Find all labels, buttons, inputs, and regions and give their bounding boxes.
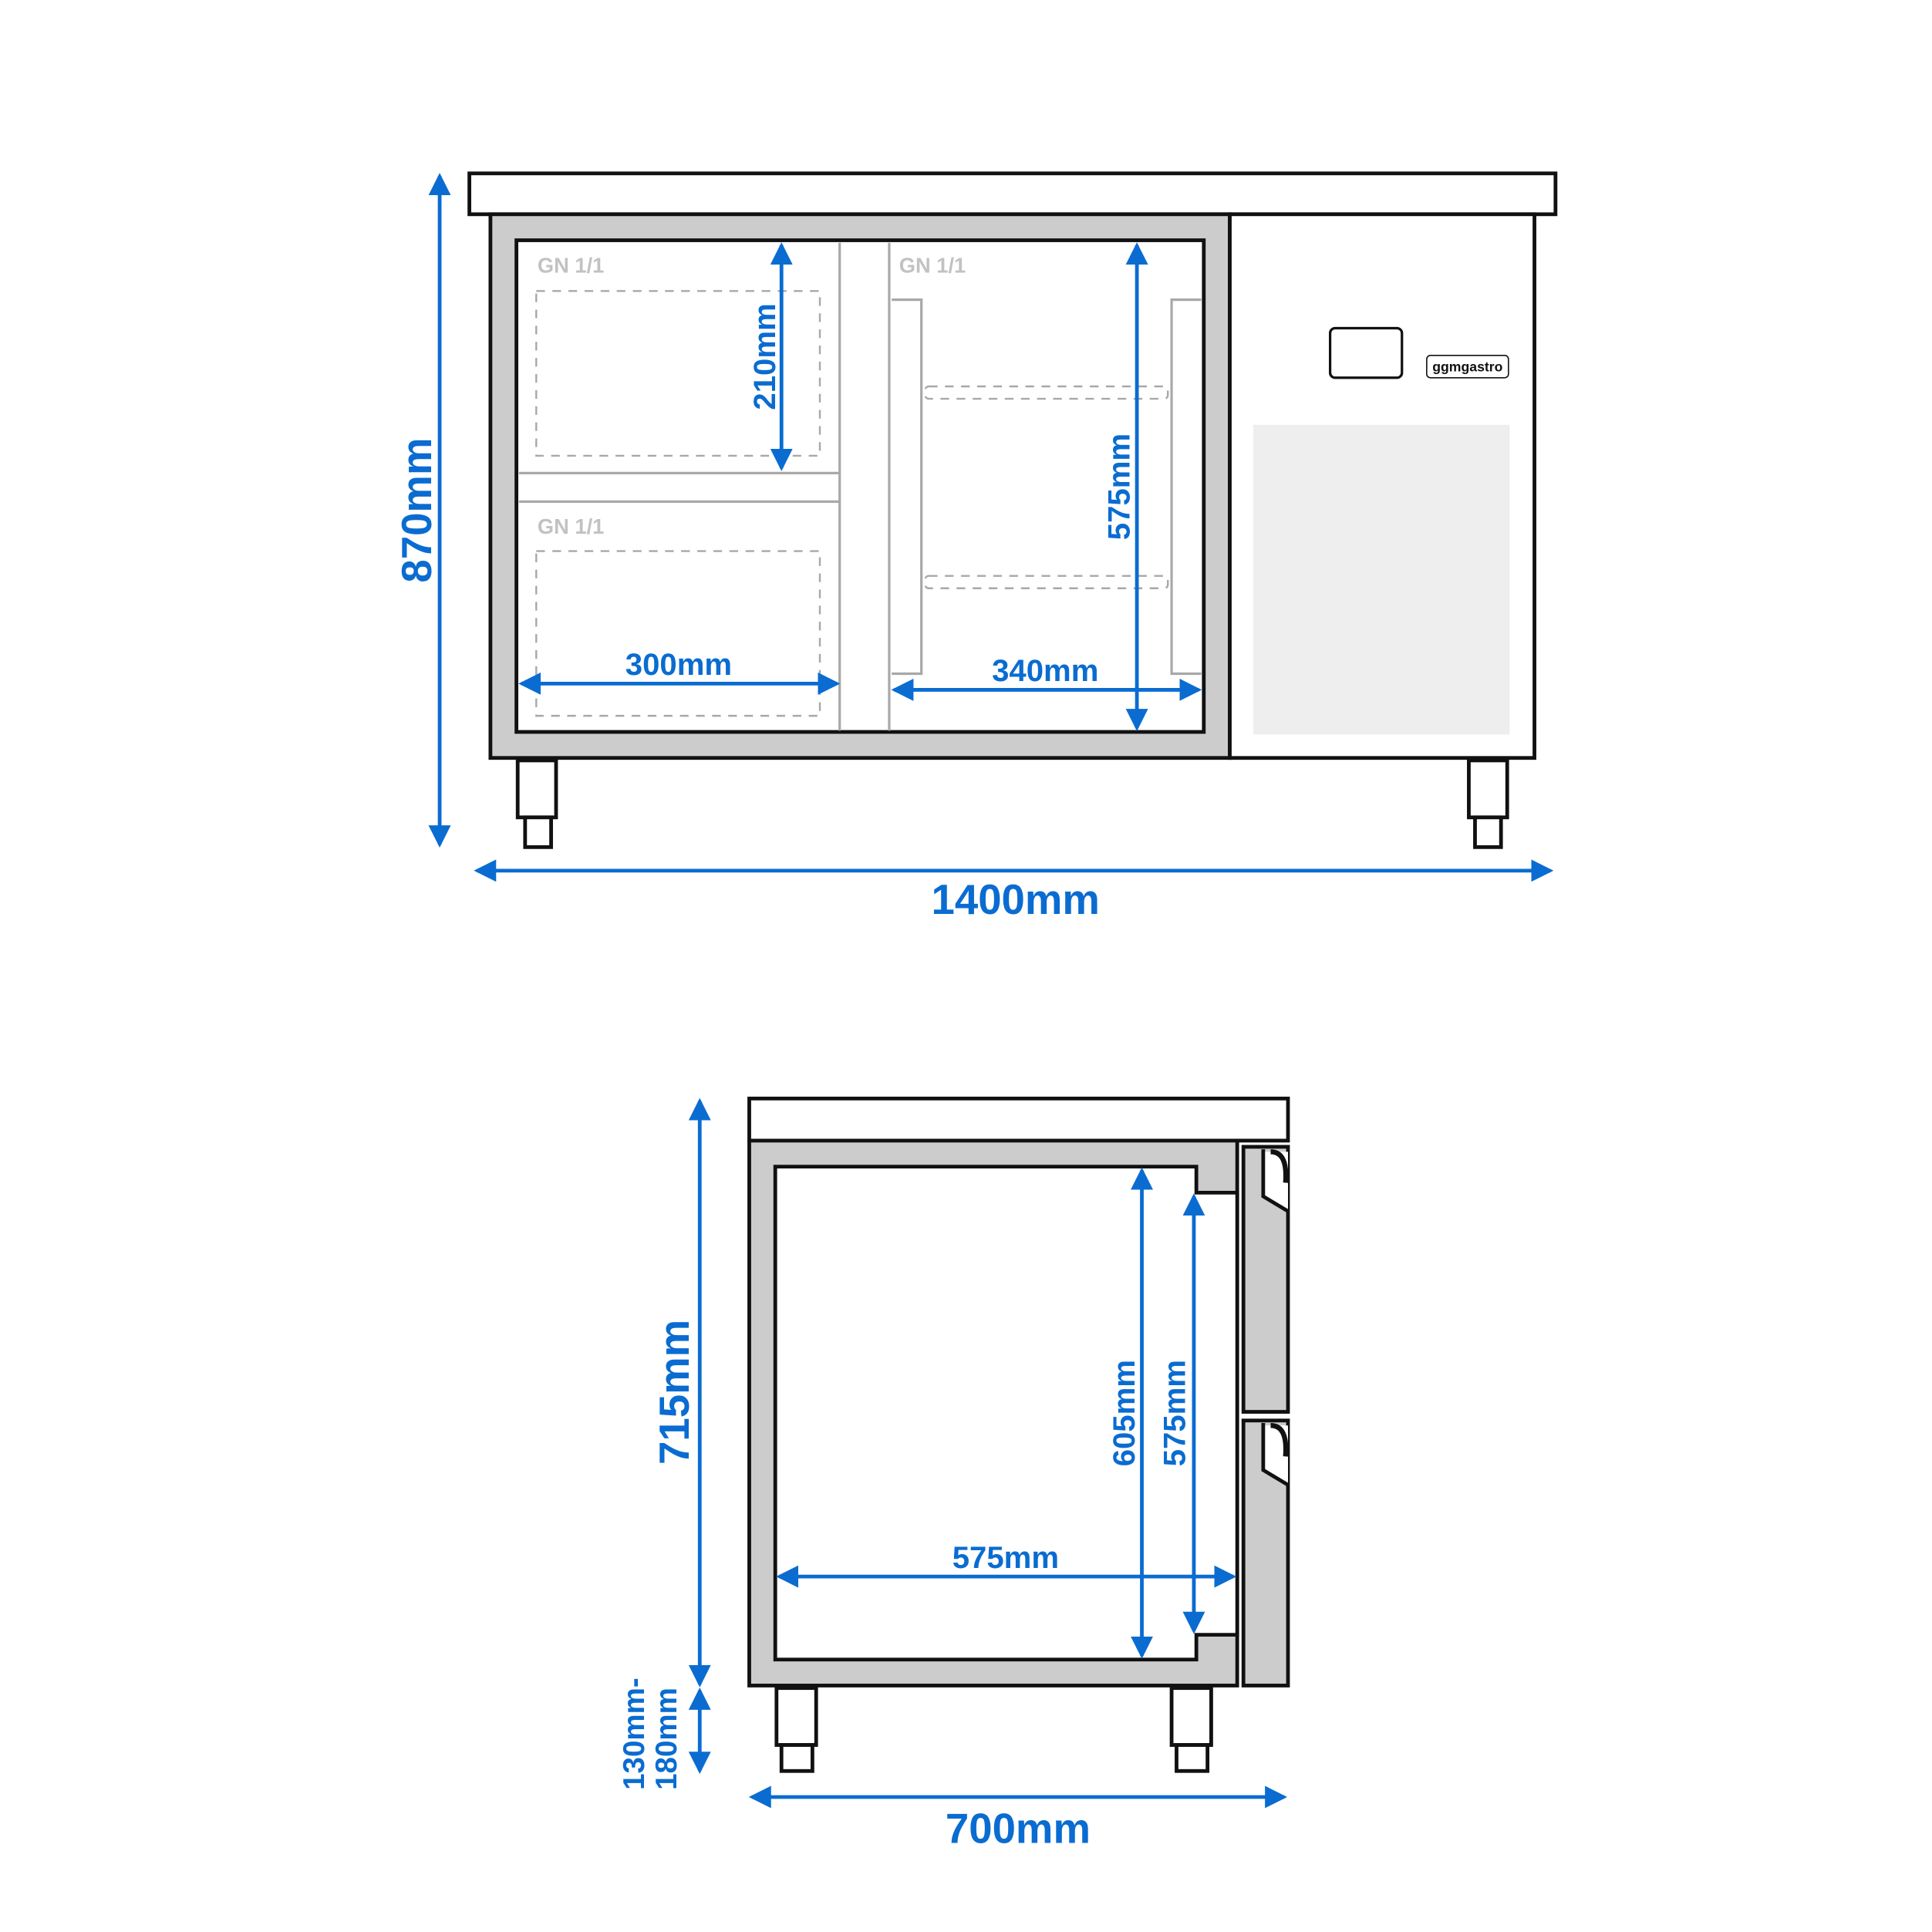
gn-label-bottom-left: GN 1/1 — [538, 514, 604, 538]
dim-drawer-height: 210mm — [747, 303, 782, 410]
dim-leg-height-line2: 180mm — [650, 1688, 683, 1790]
side-leg-front — [774, 1686, 818, 1773]
brand-label: ggmgastro — [1432, 359, 1502, 375]
leg-left — [515, 758, 558, 849]
dim-door-opening-height: 575mm — [1158, 1360, 1192, 1466]
dim-door-width: 340mm — [992, 653, 1098, 688]
dim-drawer-width: 300mm — [625, 647, 732, 682]
dim-door-height: 575mm — [1101, 433, 1136, 540]
side-countertop — [747, 1096, 1290, 1143]
brand-badge — [1426, 355, 1509, 379]
gn-label-right: GN 1/1 — [899, 253, 966, 277]
dim-body-height: 715mm — [651, 1320, 698, 1465]
door-profile-upper — [1241, 1145, 1290, 1414]
dim-inner-height: 605mm — [1107, 1360, 1141, 1466]
shelf-lower — [924, 575, 1169, 589]
leg-right — [1467, 758, 1509, 849]
door-profile-lower — [1241, 1418, 1290, 1688]
front-view: ggmgastro GN 1/1 GN 1/1 GN 1/1 870mm — [393, 171, 1558, 923]
dim-total-depth: 700mm — [946, 1805, 1091, 1852]
side-leg-back — [1169, 1686, 1213, 1773]
dim-inner-depth: 575mm — [953, 1540, 1059, 1575]
dim-total-width: 1400mm — [931, 876, 1099, 923]
dim-leg-height-line1: 130mm- — [618, 1677, 651, 1790]
countertop — [467, 171, 1558, 217]
shelf-upper — [924, 385, 1169, 400]
dim-total-height: 870mm — [393, 438, 440, 583]
gn-label-top-left: GN 1/1 — [538, 253, 604, 277]
ventilation-grille — [1253, 424, 1510, 735]
side-interior — [773, 1165, 1239, 1662]
side-view: 715mm 130mm- 180mm 700mm 575mm 605mm 575… — [618, 1096, 1290, 1852]
control-display[interactable] — [1328, 326, 1404, 379]
cabinet-interior — [514, 238, 1206, 734]
